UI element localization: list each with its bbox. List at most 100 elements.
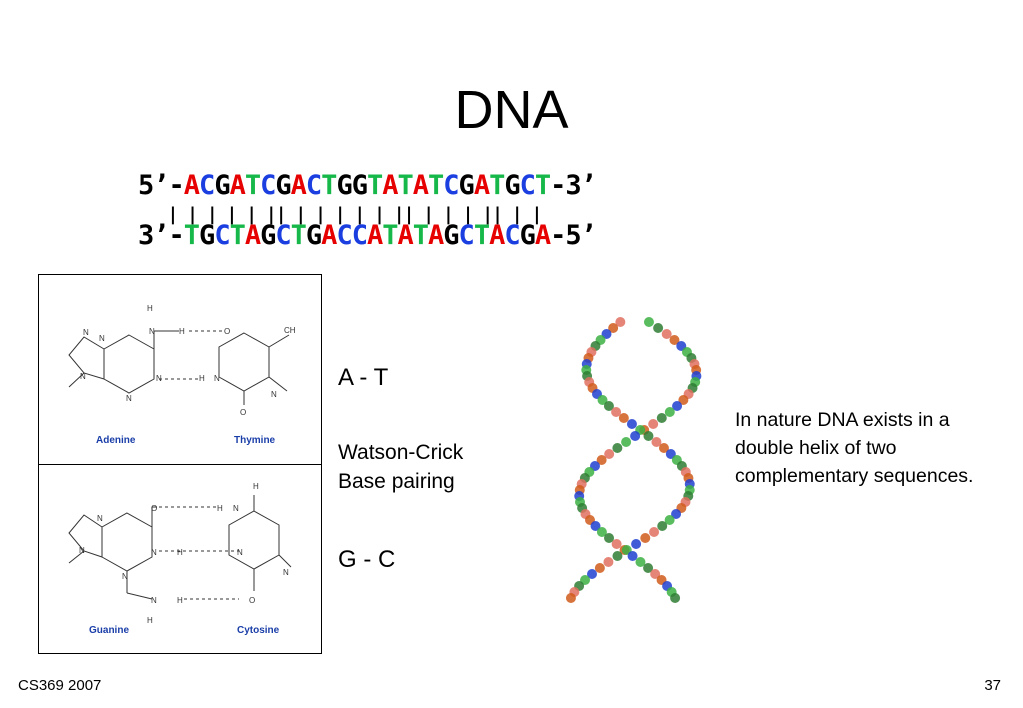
sequence-segment: G: [275, 170, 291, 201]
dna-sequence-top-strand: 5’-ACGATCGACTGGTATATCGATGCT-3’: [138, 170, 597, 201]
backbone-atom: [653, 323, 664, 333]
backbone-atom: [565, 593, 576, 603]
backbone-atom: [643, 563, 654, 573]
sequence-segment: C: [458, 220, 475, 251]
sequence-segment: T: [183, 220, 200, 251]
svg-text:N: N: [151, 596, 157, 605]
sequence-segment: G: [519, 220, 536, 251]
sequence-segment: T: [229, 220, 246, 251]
svg-text:N: N: [79, 546, 85, 555]
svg-text:N: N: [99, 334, 105, 343]
double-helix-description: In nature DNA exists in a double helix o…: [735, 409, 974, 487]
backbone-atom: [621, 437, 632, 447]
svg-text:H: H: [253, 482, 259, 491]
backbone-atom: [657, 521, 668, 531]
svg-text:N: N: [156, 374, 162, 383]
sequence-segment: G: [458, 170, 475, 201]
backbone-atom: [661, 329, 672, 339]
svg-text:O: O: [240, 408, 246, 417]
sequence-segment: A: [244, 220, 261, 251]
backbone-atom: [604, 533, 615, 543]
sequence-segment: A: [382, 170, 398, 201]
backbone-atom: [670, 593, 681, 603]
sequence-segment: A: [366, 220, 383, 251]
sequence-segment: T: [412, 220, 429, 251]
backbone-atom: [640, 533, 651, 543]
dna-sequence-bottom-strand: 3’-TGCTAGCTGACCATATAGCTACGA-5’: [138, 220, 597, 251]
adenine-caption: Adenine: [96, 435, 136, 446]
svg-text:N: N: [83, 328, 89, 337]
sequence-segment: A: [412, 170, 429, 201]
backbone-atom: [672, 401, 683, 411]
sequence-segment: C: [214, 220, 230, 251]
guanine-cytosine-structure-panel: O H N H N N N H N N N H O H N Guanine Cy…: [38, 464, 322, 654]
backbone-atom: [608, 323, 619, 333]
svg-text:H: H: [179, 327, 185, 336]
sequence-segment: CC: [336, 220, 368, 251]
svg-text:N: N: [97, 514, 103, 523]
svg-text:N: N: [80, 372, 86, 381]
svg-text:O: O: [249, 596, 255, 605]
guanine-cytosine-diagram: O H N H N N N H N N N H O H N Guanine Cy…: [68, 482, 292, 636]
backbone-atom: [594, 563, 605, 573]
sequence-segment: T: [428, 170, 444, 201]
backbone-atom: [612, 443, 623, 453]
sequence-segment: T: [244, 170, 261, 201]
backbone-atom: [611, 539, 622, 549]
sequence-segment: 3’-: [138, 220, 185, 251]
sequence-segment: G: [260, 220, 276, 251]
svg-text:N: N: [122, 572, 128, 581]
sequence-segment: A: [290, 170, 307, 201]
backbone-atom: [596, 455, 607, 465]
sequence-segment: A: [229, 170, 246, 201]
backbone-atom: [590, 521, 601, 531]
backbone-atom: [658, 443, 669, 453]
backbone-atom: [656, 413, 667, 423]
backbone-atom: [631, 539, 642, 549]
svg-text:N: N: [233, 504, 239, 513]
sequence-segment: G: [305, 220, 322, 251]
svg-text:H: H: [177, 548, 183, 557]
sequence-segment: T: [321, 170, 337, 201]
sequence-segment: 5’-: [138, 170, 185, 201]
base-pairing-label: Watson-Crick Base pairing: [338, 441, 464, 493]
backbone-atom: [649, 527, 660, 537]
backbone-atom: [612, 551, 623, 561]
sequence-segment: GG: [336, 170, 368, 201]
svg-text:N: N: [271, 390, 277, 399]
sequence-segment: C: [519, 170, 536, 201]
footer-course: CS369 2007: [18, 677, 102, 694]
backbone-atom: [611, 407, 622, 417]
sequence-segment: T: [473, 220, 490, 251]
svg-text:O: O: [151, 504, 157, 513]
sequence-segment: A: [397, 220, 413, 251]
backbone-atom: [627, 551, 638, 561]
sequence-segment: T: [397, 170, 413, 201]
sequence-segment: A: [183, 170, 200, 201]
sequence-segment: C: [504, 220, 520, 251]
sequence-segment: C: [275, 220, 291, 251]
adenine-thymine-diagram: H N H O N N N N N H N CH O N Adenine Thy…: [68, 304, 296, 446]
backbone-atom: [597, 395, 608, 405]
dna-double-helix-image: [565, 317, 702, 603]
svg-text:H: H: [217, 504, 223, 513]
backbone-atom: [664, 407, 675, 417]
slide-title: DNA: [454, 80, 569, 140]
svg-text:N: N: [126, 394, 132, 403]
backbone-atom: [669, 335, 680, 345]
backbone-atom: [587, 569, 598, 579]
backbone-atom: [615, 317, 626, 327]
sequence-segment: C: [305, 170, 322, 201]
backbone-atom: [630, 431, 641, 441]
footer-page-number: 37: [984, 677, 1001, 694]
svg-text:H: H: [147, 304, 153, 313]
svg-text:H: H: [199, 374, 205, 383]
backbone-atom: [664, 515, 675, 525]
backbone-atom: [635, 557, 646, 567]
backbone-atom: [603, 557, 614, 567]
adenine-thymine-structure-panel: H N H O N N N N N H N CH O N Adenine Thy…: [38, 274, 322, 466]
backbone-atom: [650, 569, 661, 579]
backbone-atom: [603, 401, 614, 411]
backbone-atom: [648, 419, 659, 429]
sequence-segment: G: [443, 220, 459, 251]
